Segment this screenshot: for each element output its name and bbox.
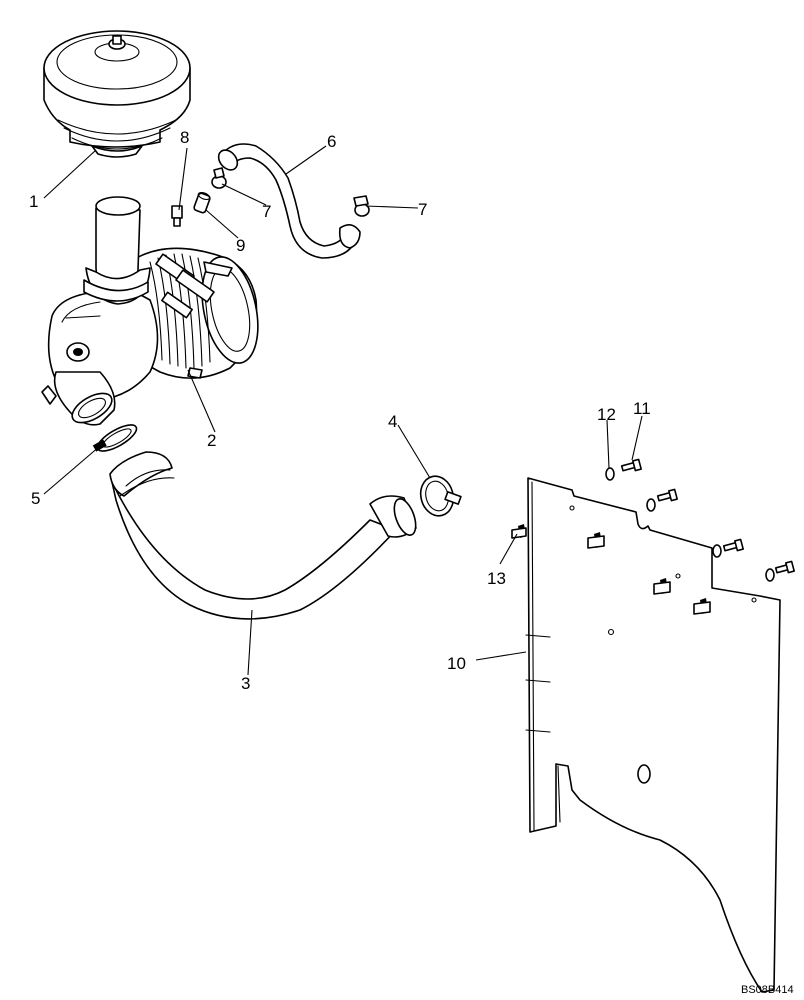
drawing-reference: BS08B414 <box>741 984 794 996</box>
part-9-connector <box>193 191 211 214</box>
part-7-hose-clip-a <box>211 167 227 189</box>
part-13-clip-nut <box>511 524 527 539</box>
callout-7b: 7 <box>418 200 427 219</box>
part-2-air-cleaner <box>41 196 259 426</box>
callout-6: 6 <box>327 132 336 151</box>
leader-lines <box>43 145 643 676</box>
part-11-bolts <box>620 458 795 574</box>
part-10-panel <box>525 477 781 993</box>
part-5-hose-clamp <box>92 424 138 452</box>
callout-labels: 1 2 3 4 5 6 7 7 8 9 10 11 12 13 <box>29 128 651 693</box>
part-3-intake-hose <box>109 451 417 620</box>
callout-7a: 7 <box>262 202 271 221</box>
callout-1: 1 <box>29 192 38 211</box>
part-8-fitting <box>171 205 183 227</box>
callout-10: 10 <box>447 654 466 673</box>
callout-13: 13 <box>487 569 506 588</box>
part-4-hose-clamp <box>419 475 462 517</box>
part-12-washers <box>605 467 775 582</box>
callout-2: 2 <box>207 431 216 450</box>
callout-5: 5 <box>31 489 40 508</box>
callout-3: 3 <box>241 674 250 693</box>
callout-9: 9 <box>236 236 245 255</box>
part-1-precleaner-cap <box>43 30 191 158</box>
callout-11: 11 <box>633 399 651 418</box>
callout-4: 4 <box>388 412 397 431</box>
part-6-breather-hose <box>217 143 361 259</box>
part-7-hose-clip-b <box>353 195 370 217</box>
callout-12: 12 <box>597 405 616 424</box>
callout-8: 8 <box>180 128 189 147</box>
